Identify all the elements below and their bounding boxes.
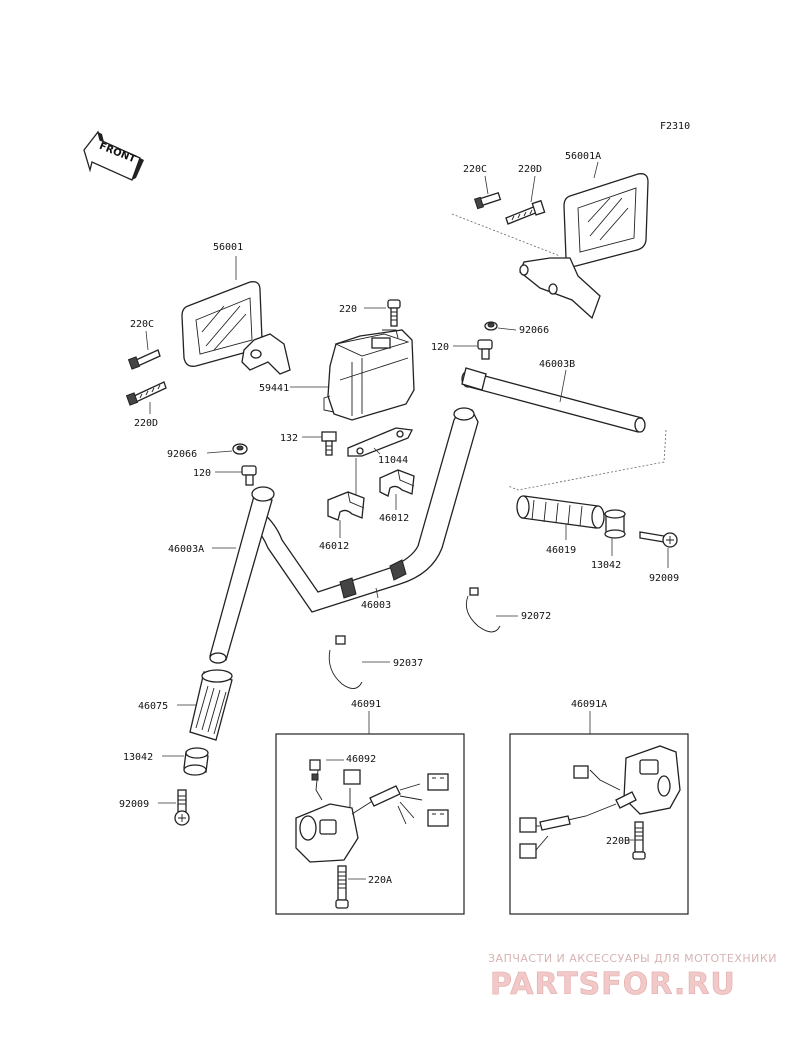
label-13042-right: 13042 <box>591 560 621 571</box>
label-220A: 220A <box>368 875 392 886</box>
label-46019: 46019 <box>546 545 576 556</box>
diagram-code: F2310 <box>660 121 690 132</box>
bracket-11044 <box>347 427 413 457</box>
screw-220A <box>335 865 349 909</box>
mirror-right <box>519 173 649 320</box>
watermark-tagline: ЗАПЧАСТИ И АКСЕССУАРЫ ДЛЯ МОТОТЕХНИКИ <box>488 952 777 965</box>
label-13042-left: 13042 <box>123 752 153 763</box>
label-46012-left: 46012 <box>319 541 349 552</box>
label-220C-left: 220C <box>130 319 154 330</box>
label-92009-right: 92009 <box>649 573 679 584</box>
label-92066-left: 92066 <box>167 449 197 460</box>
screw-220B <box>632 821 646 860</box>
band-92072 <box>465 587 501 633</box>
label-220: 220 <box>339 304 357 315</box>
band-92037 <box>328 635 363 689</box>
label-92066-right: 92066 <box>519 325 549 336</box>
label-220D-top: 220D <box>518 164 542 175</box>
grip-46075 <box>189 669 233 741</box>
label-220B: 220B <box>606 836 630 847</box>
label-56001A: 56001A <box>565 151 601 162</box>
watermark-brand: PARTSFOR.RU <box>490 967 736 1002</box>
label-220D-left: 220D <box>134 418 158 429</box>
bolt-120-right <box>477 339 493 360</box>
label-92009-left: 92009 <box>119 799 149 810</box>
label-11044: 11044 <box>378 455 408 466</box>
grip-46019 <box>516 495 605 529</box>
mirror-left <box>181 281 291 375</box>
bar-46003A <box>209 486 275 664</box>
weight-13042-left <box>183 747 209 776</box>
label-46003A: 46003A <box>168 544 204 555</box>
label-46003B: 46003B <box>539 359 575 370</box>
bolt-220D-top <box>505 199 546 225</box>
switch-box-46091 <box>275 733 465 915</box>
bolt-220C-top <box>473 191 502 210</box>
label-46092: 46092 <box>346 754 376 765</box>
cap-92066-left <box>232 443 248 455</box>
switch-46091 <box>295 759 449 863</box>
screw-220 <box>387 299 401 327</box>
label-220C-top: 220C <box>463 164 487 175</box>
label-46091A: 46091A <box>571 699 607 710</box>
front-arrow-icon: FRONT <box>83 130 144 181</box>
bolt-120-left <box>241 465 257 486</box>
reservoir-59441 <box>323 329 415 421</box>
bolt-220D-left <box>125 381 167 406</box>
bar-46003B <box>461 367 646 433</box>
label-92037: 92037 <box>393 658 423 669</box>
bolt-220C-left <box>127 349 161 370</box>
bolt-132 <box>321 431 337 456</box>
switch-46091A <box>519 745 681 859</box>
cap-92066-right <box>484 321 498 331</box>
label-59441: 59441 <box>259 383 289 394</box>
label-92072: 92072 <box>521 611 551 622</box>
handlebar-46003 <box>249 407 479 613</box>
label-120-left: 120 <box>193 468 211 479</box>
label-46003: 46003 <box>361 600 391 611</box>
clamp-46012-right <box>379 469 415 497</box>
label-46012-right: 46012 <box>379 513 409 524</box>
screw-92009-left <box>174 789 190 826</box>
label-46075: 46075 <box>138 701 168 712</box>
weight-13042-right <box>604 509 626 539</box>
label-120-right: 120 <box>431 342 449 353</box>
screw-92009-right <box>639 531 678 548</box>
clamp-46012-left <box>327 491 365 521</box>
label-132: 132 <box>280 433 298 444</box>
switch-box-46091A <box>509 733 689 915</box>
label-46091: 46091 <box>351 699 381 710</box>
label-56001: 56001 <box>213 242 243 253</box>
